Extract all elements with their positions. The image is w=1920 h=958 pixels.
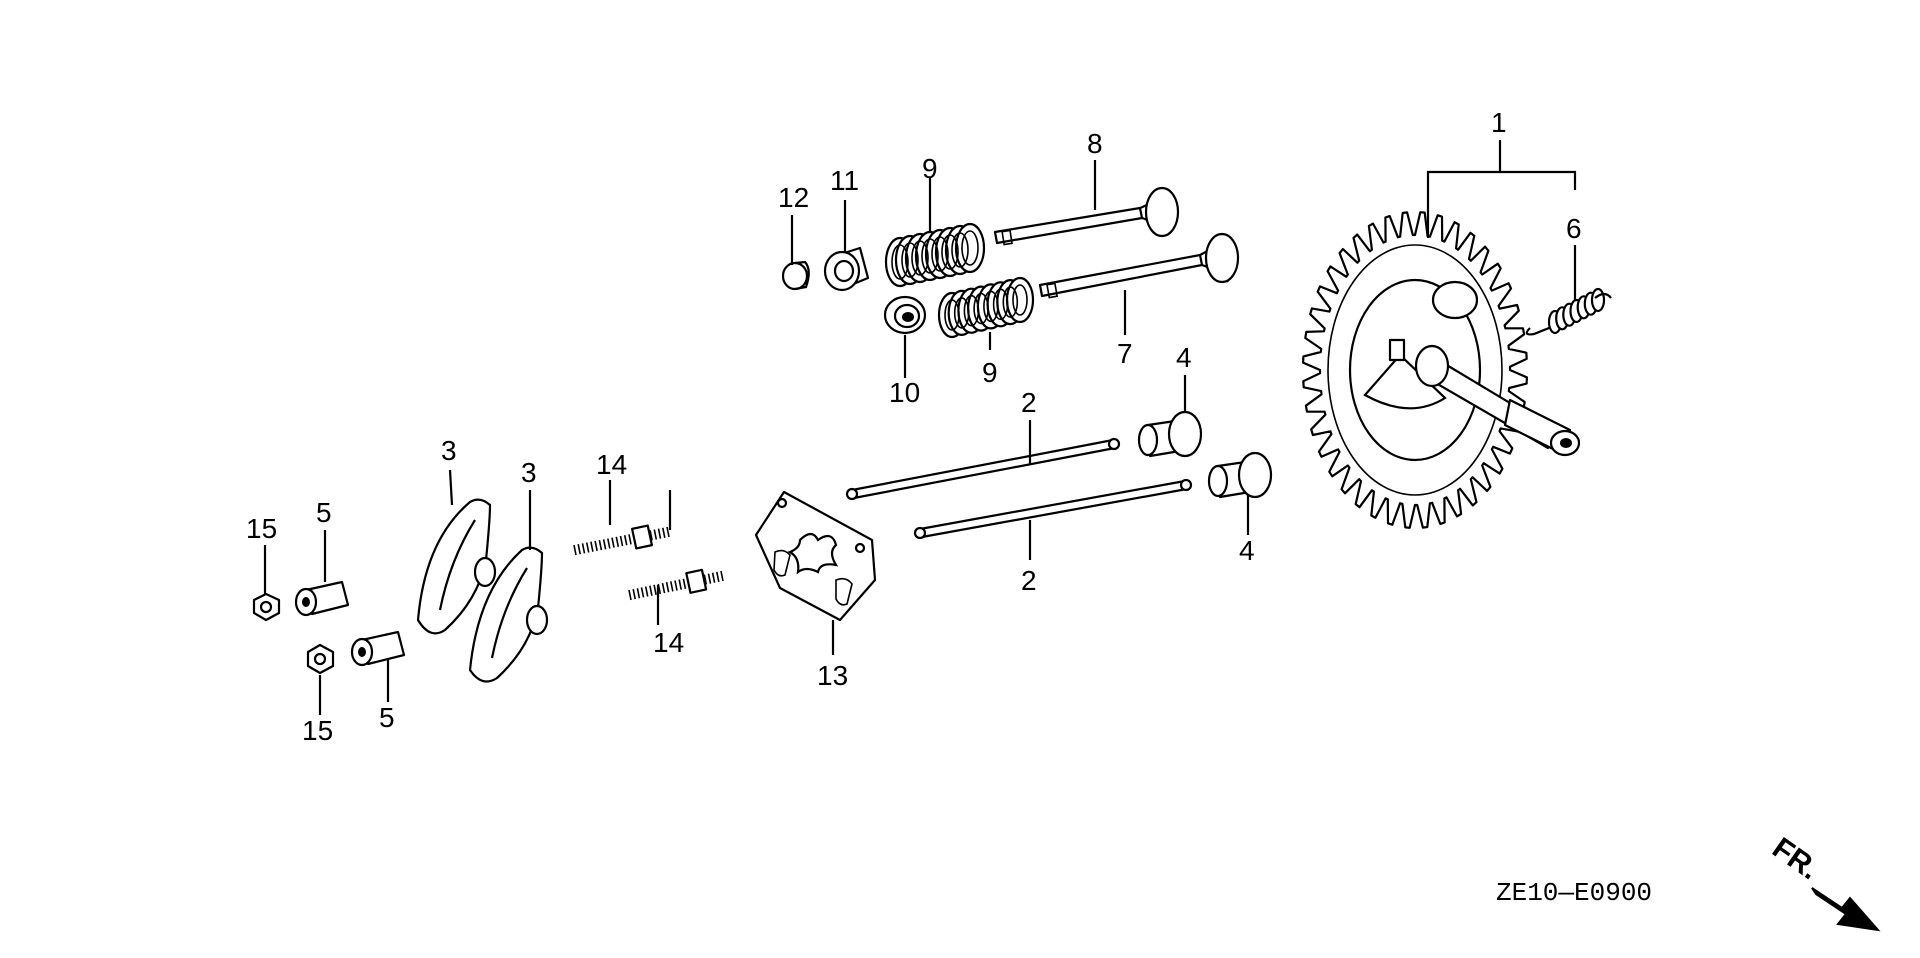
callout-14-lower: 14 xyxy=(653,627,684,658)
callout-5-lower: 5 xyxy=(379,702,395,733)
callout-3-right: 3 xyxy=(521,457,537,488)
callout-leader-lines xyxy=(263,140,1577,715)
push-rod-part-2-upper xyxy=(845,437,1121,501)
callout-4-upper: 4 xyxy=(1176,342,1192,373)
callout-9-lower: 9 xyxy=(982,357,998,388)
valve-part-8 xyxy=(993,186,1180,246)
rocker-arm-part-3-right xyxy=(468,546,549,683)
tappet-part-4-upper xyxy=(1137,410,1203,458)
valve-spring-part-9-lower xyxy=(937,276,1035,339)
push-rod-part-2-lower xyxy=(913,478,1193,540)
spring-part-6 xyxy=(1525,287,1612,336)
camshaft-gear-part xyxy=(1302,211,1581,529)
front-direction-indicator: FR. xyxy=(1766,831,1881,932)
diagram-code: ZE10—E0900 xyxy=(1496,878,1652,908)
nut-part-15-upper xyxy=(252,592,281,622)
callout-7: 7 xyxy=(1117,338,1133,369)
callout-15-upper: 15 xyxy=(246,513,277,544)
stud-bolt-part-14-upper xyxy=(573,524,670,556)
retainer-part-10 xyxy=(883,295,927,335)
valve-part-7 xyxy=(1038,232,1240,299)
adjuster-part-5-upper xyxy=(294,580,350,617)
valve-spring-part-9-upper xyxy=(884,222,986,288)
callout-12: 12 xyxy=(778,182,809,213)
callout-2-upper: 2 xyxy=(1021,387,1037,418)
callout-11: 11 xyxy=(830,165,859,196)
callout-2-lower: 2 xyxy=(1021,565,1037,596)
adjuster-part-5-lower xyxy=(350,630,406,667)
callout-13: 13 xyxy=(817,660,848,691)
nut-part-15-lower xyxy=(306,643,335,675)
callout-6: 6 xyxy=(1566,213,1582,244)
rocker-arm-part-3-left xyxy=(416,498,497,635)
callout-labels: 1 6 8 7 9 9 10 11 12 2 2 4 4 13 14 14 3 … xyxy=(246,107,1582,746)
tappet-part-4-lower xyxy=(1207,451,1273,499)
callout-8: 8 xyxy=(1087,128,1103,159)
cap-part-12 xyxy=(781,260,810,291)
callout-15-lower: 15 xyxy=(302,715,333,746)
retainer-part-11 xyxy=(823,246,870,292)
callout-3-left: 3 xyxy=(441,435,457,466)
callout-14-upper: 14 xyxy=(596,449,627,480)
front-direction-label: FR. xyxy=(1766,831,1825,886)
callout-5-upper: 5 xyxy=(316,497,332,528)
callout-10: 10 xyxy=(889,377,920,408)
stud-bolt-part-14-lower xyxy=(628,568,724,601)
callout-4-lower: 4 xyxy=(1239,535,1255,566)
callout-1: 1 xyxy=(1491,107,1507,138)
guide-plate-part-13 xyxy=(754,490,877,622)
front-arrow-icon xyxy=(1811,887,1881,932)
callout-9-upper: 9 xyxy=(922,153,938,184)
